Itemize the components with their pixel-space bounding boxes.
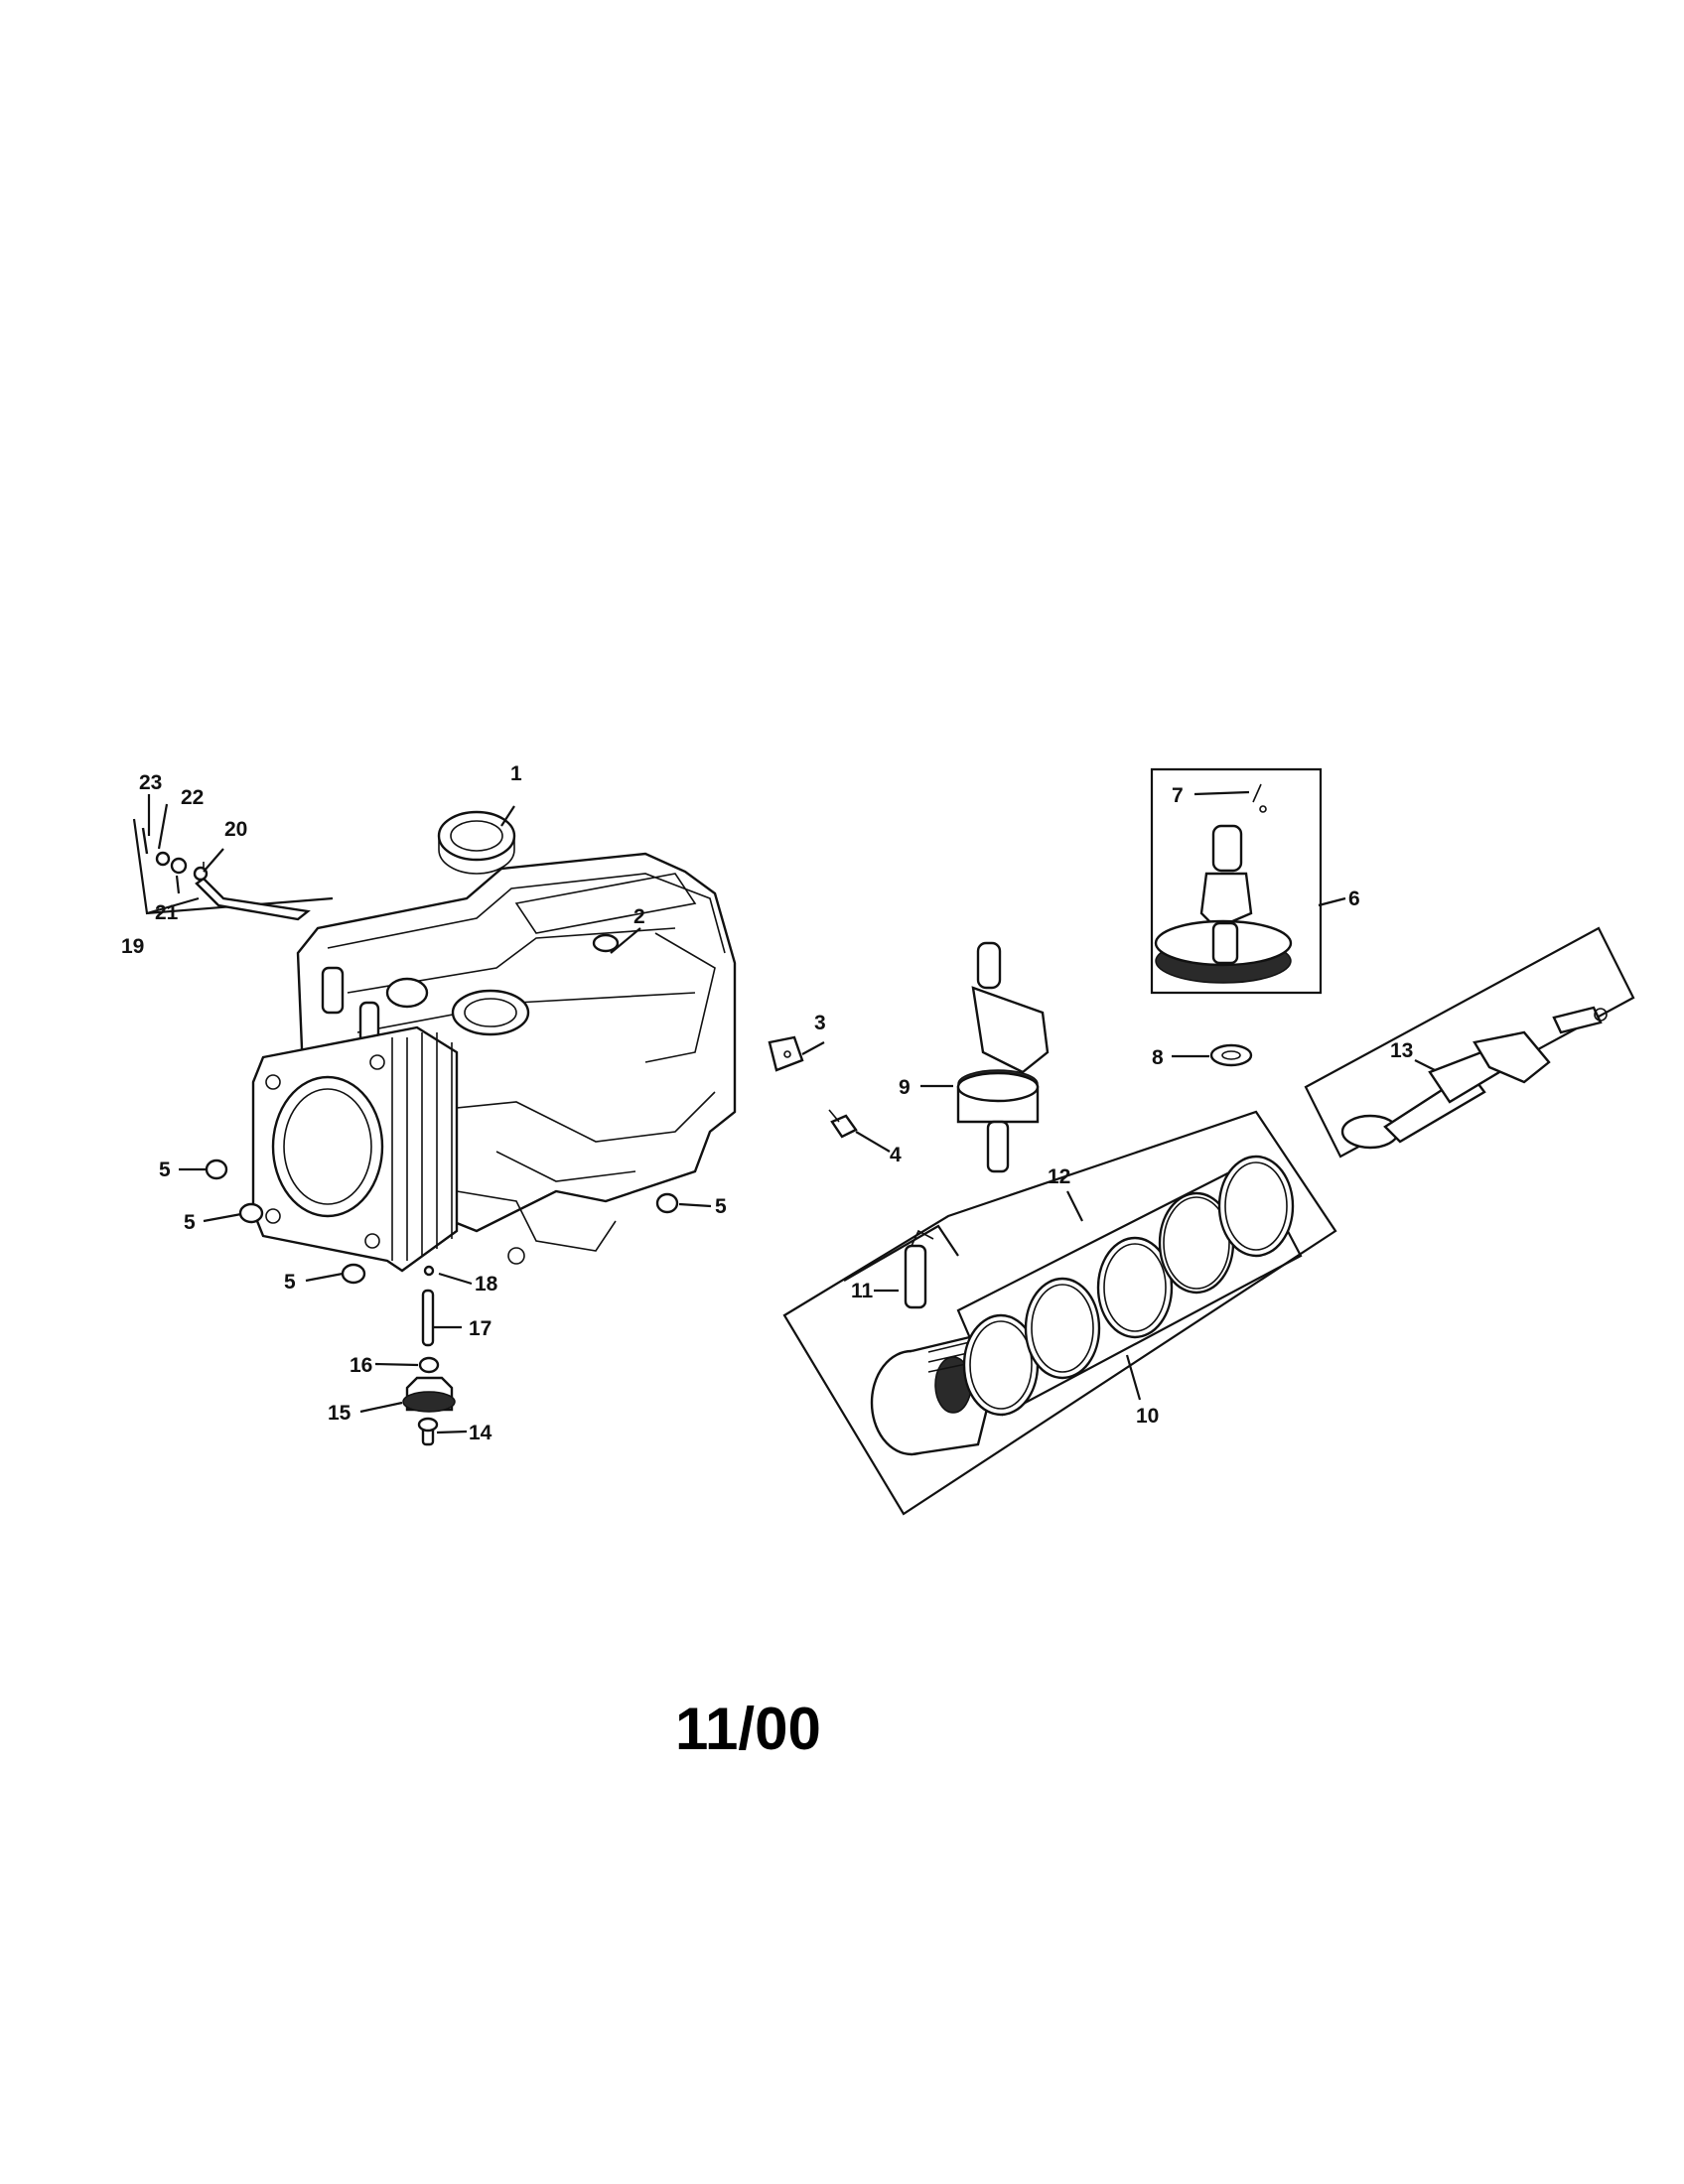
callout-13: 13 xyxy=(1390,1039,1413,1062)
camshaft-group xyxy=(1150,767,1323,1067)
callout-19: 19 xyxy=(121,935,144,958)
callout-3: 3 xyxy=(814,1012,826,1034)
callout-17: 17 xyxy=(469,1317,491,1340)
engine-block xyxy=(251,852,737,1273)
callout-12: 12 xyxy=(1048,1165,1070,1188)
callout-8: 8 xyxy=(1152,1046,1164,1069)
callout-5b: 5 xyxy=(184,1211,196,1234)
connecting-rod-group xyxy=(1304,926,1635,1159)
callout-21: 21 xyxy=(155,901,179,924)
callout-14: 14 xyxy=(469,1422,492,1444)
footer-date-label: 11/00 xyxy=(675,1696,821,1762)
bracket-and-screw xyxy=(768,1035,858,1139)
callout-5d: 5 xyxy=(715,1195,727,1218)
callout-5c: 5 xyxy=(284,1271,296,1294)
callout-16: 16 xyxy=(350,1354,372,1377)
governor-gear-stack xyxy=(402,1265,456,1446)
callout-4: 4 xyxy=(890,1144,902,1166)
callout-15: 15 xyxy=(328,1402,351,1425)
callout-7: 7 xyxy=(1172,784,1184,807)
callout-5a: 5 xyxy=(159,1159,171,1181)
callout-labels: 1 2 3 4 5 5 5 5 6 7 8 9 10 11 12 13 14 1… xyxy=(121,762,1413,1444)
leader-lines xyxy=(179,790,1436,1434)
piston-rings-group xyxy=(782,1110,1337,1516)
callout-23: 23 xyxy=(139,771,162,794)
callout-6: 6 xyxy=(1348,887,1360,910)
oil-seal xyxy=(437,810,516,875)
callout-18: 18 xyxy=(475,1273,498,1296)
callout-11: 11 xyxy=(851,1280,874,1302)
callout-10: 10 xyxy=(1136,1405,1159,1428)
plug-parts xyxy=(205,1159,679,1285)
callout-22: 22 xyxy=(181,786,204,809)
callout-9: 9 xyxy=(899,1076,911,1099)
callout-20: 20 xyxy=(224,818,247,841)
callout-1: 1 xyxy=(510,762,522,785)
governor-lever-group xyxy=(132,794,334,921)
crankshaft xyxy=(956,941,1050,1173)
callout-2: 2 xyxy=(633,905,645,928)
